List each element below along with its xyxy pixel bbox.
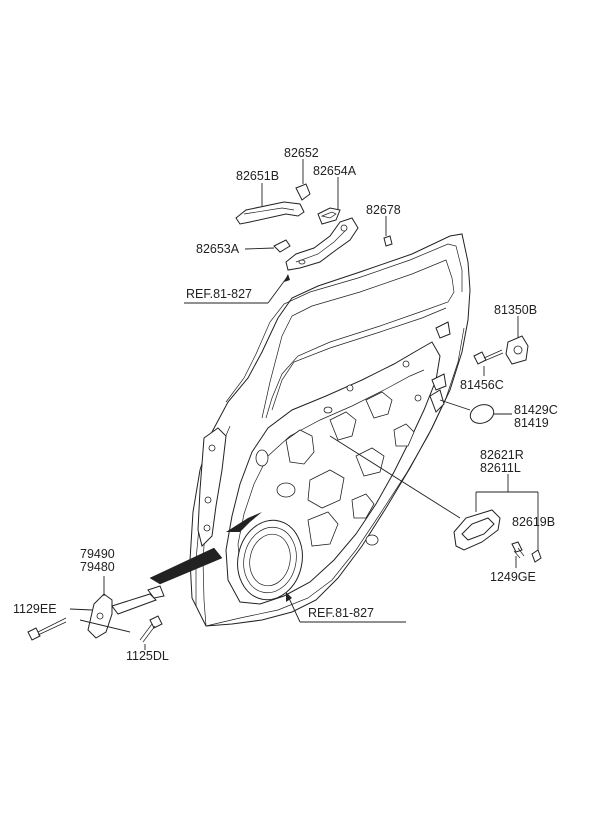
label-1125DL: 1125DL [126, 649, 169, 663]
cap-82619B [531, 549, 542, 563]
label-81429C: 81429C [514, 403, 558, 417]
label-82652: 82652 [284, 146, 319, 160]
door-inner-panel [197, 321, 451, 605]
label-81419: 81419 [514, 416, 549, 430]
label-1249GE: 1249GE [490, 570, 536, 584]
grommet-81429C [469, 404, 495, 424]
screw-1249GE [511, 541, 525, 559]
label-82654A: 82654A [313, 164, 357, 178]
check-link-79490 [87, 585, 165, 639]
inside-handle-82621R [453, 509, 501, 551]
label-81350B: 81350B [494, 303, 537, 317]
label-ref-door: REF.81-827 [308, 606, 374, 620]
label-82621R: 82621R [480, 448, 524, 462]
label-1129EE: 1129EE [13, 602, 57, 616]
screw-81456C [473, 349, 504, 365]
label-82611L: 82611L [480, 461, 521, 475]
label-ref-handle: REF.81-827 [186, 287, 252, 301]
check-link-pointer [149, 547, 223, 585]
check-link-arrow [226, 512, 262, 532]
label-82619B: 82619B [512, 515, 555, 529]
label-82651B: 82651B [236, 169, 279, 183]
label-79490: 79490 [80, 547, 115, 561]
label-82653A: 82653A [196, 242, 240, 256]
label-79480: 79480 [80, 560, 115, 574]
label-82678: 82678 [366, 203, 401, 217]
bolt-1125DL [139, 615, 163, 643]
leader-lines [69, 159, 539, 650]
bolt-1129EE [27, 617, 67, 641]
striker-81350B [505, 335, 529, 365]
label-81456C: 81456C [460, 378, 504, 392]
outside-handle-group [235, 183, 393, 271]
